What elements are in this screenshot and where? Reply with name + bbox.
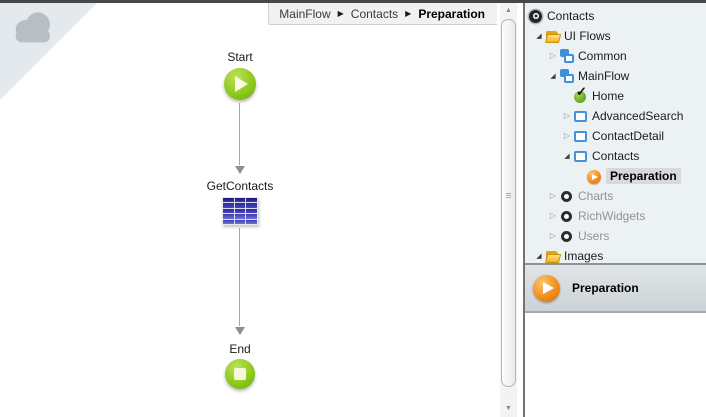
aggregate-node[interactable] <box>222 197 258 225</box>
ui-flow-icon <box>559 68 574 84</box>
tree-item-mainflow[interactable]: MainFlow <box>525 66 706 86</box>
aggregate-cell <box>246 198 257 203</box>
expander-expanded-icon[interactable] <box>533 30 545 43</box>
aggregate-cell <box>234 203 246 208</box>
cloud-icon <box>15 12 50 43</box>
expander-expanded-icon[interactable] <box>547 70 559 83</box>
start-node[interactable] <box>224 68 256 100</box>
tree-item-contacts[interactable]: Contacts <box>525 6 706 26</box>
expander-collapsed-icon[interactable] <box>547 210 559 222</box>
aggregate-cell <box>223 214 234 219</box>
canvas-vertical-scrollbar[interactable] <box>497 3 520 417</box>
espace-icon <box>528 9 543 24</box>
reference-icon <box>559 229 574 244</box>
end-node-label: End <box>229 342 251 356</box>
tree-item-label: ContactDetail <box>592 129 665 143</box>
start-node-label: Start <box>227 50 253 64</box>
espace-icon-core <box>534 14 537 18</box>
aggregate-cell <box>234 208 246 214</box>
expander-collapsed-icon[interactable] <box>547 190 559 202</box>
aggregate-cell <box>234 219 246 224</box>
tree-item-label: Common <box>578 49 627 63</box>
preparation-icon <box>533 274 560 302</box>
aggregate-cell <box>246 214 257 219</box>
tree-item-label: Contacts <box>592 149 640 163</box>
screen-icon <box>573 129 588 144</box>
tree-item-label: Contacts <box>547 9 595 23</box>
top-border-bar <box>0 0 706 3</box>
aggregate-table-icon <box>223 198 257 224</box>
play-icon <box>235 76 248 92</box>
tree-item-label: Users <box>578 229 610 243</box>
right-panel: Contacts UI FlowsCommonMainFlowHomeAdvanc… <box>525 3 706 417</box>
reference-icon <box>559 209 574 224</box>
aggregate-cell <box>246 203 257 208</box>
aggregate-node-label: GetContacts <box>206 179 274 193</box>
tree-item-label: Charts <box>578 189 614 203</box>
tree-item-label: Preparation <box>606 168 681 184</box>
ui-flow-icon <box>559 48 574 64</box>
tree-item-images[interactable]: Images <box>525 246 706 266</box>
arrowhead-icon <box>235 166 245 174</box>
tree-item-richwidgets[interactable]: RichWidgets <box>525 206 706 226</box>
element-tree: Contacts UI FlowsCommonMainFlowHomeAdvanc… <box>525 3 706 266</box>
tree-item-advancedsearch[interactable]: AdvancedSearch <box>525 106 706 126</box>
tree-item-contacts[interactable]: Contacts <box>525 146 706 166</box>
scrollbar-thumb[interactable] <box>501 19 516 387</box>
tree-item-label: UI Flows <box>564 29 611 43</box>
aggregate-cell <box>246 219 257 224</box>
aggregate-cell <box>223 208 234 214</box>
breadcrumb: MainFlow ▶ Contacts ▶ Preparation <box>268 3 497 25</box>
aggregate-cell <box>223 219 234 224</box>
tree-item-label: RichWidgets <box>578 209 646 223</box>
tree-item-label: Home <box>592 89 625 103</box>
expander-collapsed-icon[interactable] <box>561 130 573 142</box>
aggregate-cell <box>223 203 234 208</box>
tree-item-charts[interactable]: Charts <box>525 186 706 206</box>
aggregate-cell <box>234 198 246 203</box>
tree-item-label: AdvancedSearch <box>592 109 684 123</box>
expander-expanded-icon[interactable] <box>533 250 545 263</box>
properties-panel-title: Preparation <box>572 281 639 295</box>
aggregate-cell <box>234 214 246 219</box>
aggregate-cell <box>246 208 257 214</box>
preparation-icon <box>587 169 602 184</box>
scroll-down-button[interactable] <box>500 402 517 416</box>
tree-item-preparation[interactable]: Preparation <box>525 166 706 186</box>
cloud-corner-banner <box>0 3 97 100</box>
tree-item-contactdetail[interactable]: ContactDetail <box>525 126 706 146</box>
folder-open-icon <box>545 249 560 264</box>
folder-open-icon <box>545 29 560 44</box>
tree-item-common[interactable]: Common <box>525 46 706 66</box>
tree-item-users[interactable]: Users <box>525 226 706 246</box>
expander-collapsed-icon[interactable] <box>547 230 559 242</box>
expander-collapsed-icon[interactable] <box>547 50 559 62</box>
reference-icon <box>559 189 574 204</box>
breadcrumb-mainflow[interactable]: MainFlow <box>279 6 331 21</box>
expander-expanded-icon[interactable] <box>561 150 573 163</box>
aggregate-cell <box>223 198 234 203</box>
end-node[interactable] <box>225 359 255 389</box>
tree-item-ui-flows[interactable]: UI Flows <box>525 26 706 46</box>
breadcrumb-preparation: Preparation <box>418 6 485 21</box>
scrollbar-track[interactable] <box>500 3 517 417</box>
expander-collapsed-icon[interactable] <box>561 110 573 122</box>
panel-splitter[interactable] <box>520 3 525 417</box>
flow-connector <box>239 228 240 326</box>
home-screen-icon <box>573 84 588 104</box>
screen-icon <box>573 109 588 124</box>
flow-connector <box>239 103 240 165</box>
flow-canvas[interactable]: MainFlow ▶ Contacts ▶ Preparation Start … <box>0 3 497 417</box>
screen-icon <box>573 149 588 164</box>
stop-square-icon <box>234 368 246 380</box>
tree-item-home[interactable]: Home <box>525 84 706 106</box>
scroll-up-button[interactable] <box>500 4 517 18</box>
arrowhead-icon <box>235 327 245 335</box>
tree-item-label: Images <box>564 249 604 263</box>
properties-panel-header: Preparation <box>525 263 706 313</box>
breadcrumb-contacts[interactable]: Contacts <box>350 6 399 21</box>
breadcrumb-separator-icon: ▶ <box>337 9 344 18</box>
breadcrumb-separator-icon: ▶ <box>405 9 412 18</box>
tree-item-label: MainFlow <box>578 69 630 83</box>
